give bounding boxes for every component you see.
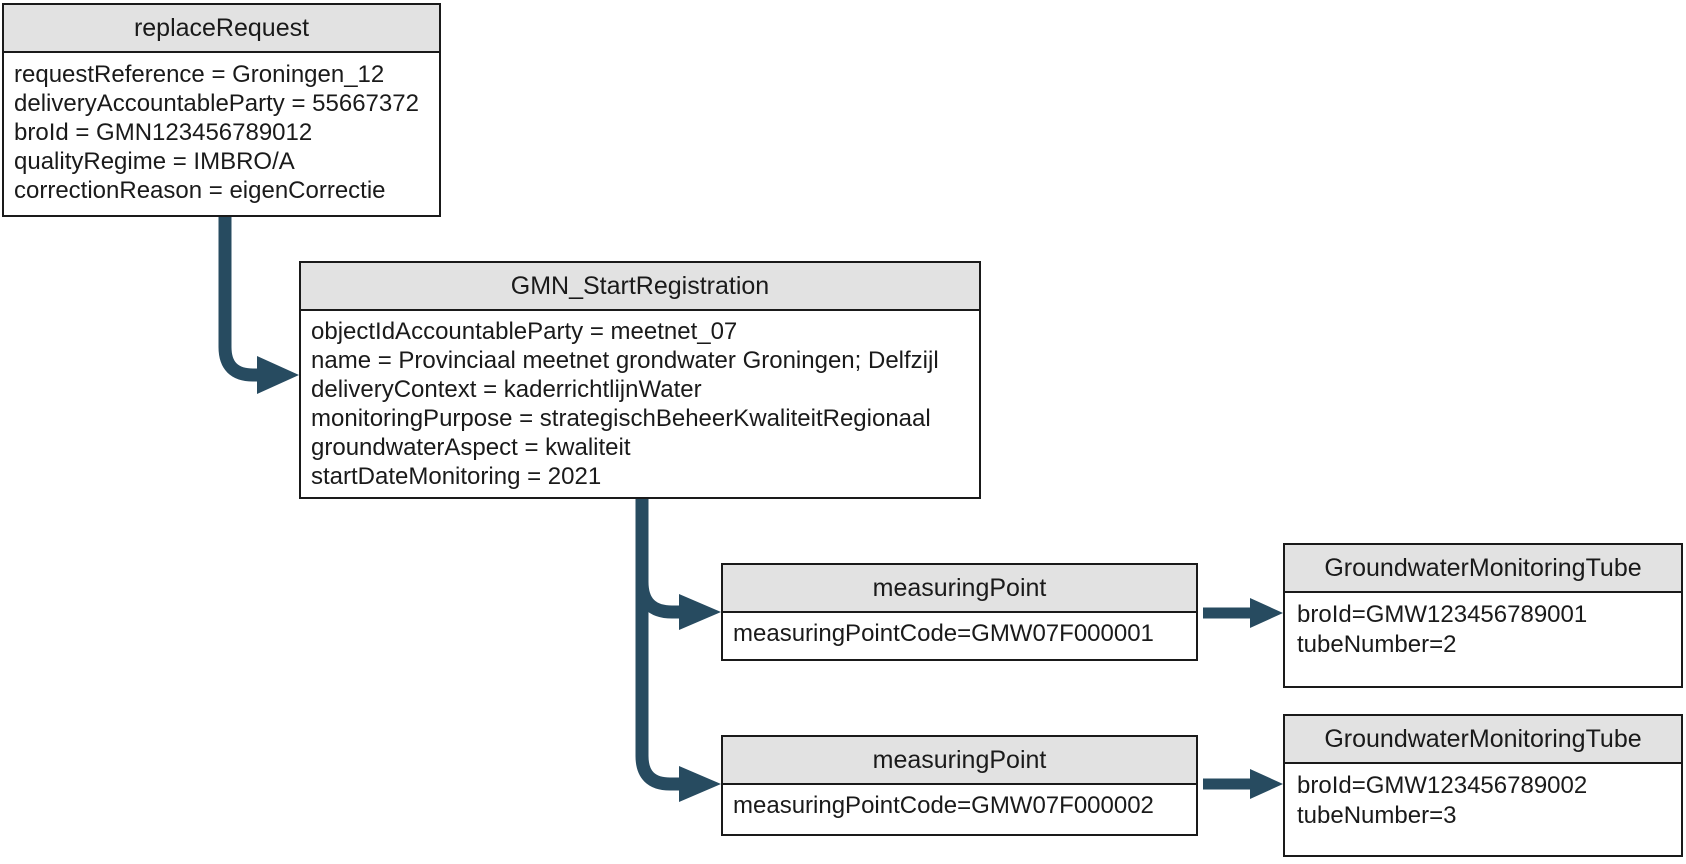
arrowhead-icon (1250, 769, 1283, 799)
attribute-line: correctionReason = eigenCorrectie (14, 177, 386, 204)
measuring-point-2-box: measuringPoint measuringPointCode=GMW07F… (721, 735, 1198, 836)
replace-request-attributes: requestReference = Groningen_12 delivery… (4, 53, 439, 205)
attribute-line: broId=GMW123456789002 (1297, 772, 1588, 799)
attribute-line: deliveryContext = kaderrichtlijnWater (311, 376, 702, 403)
arrowhead-icon (679, 594, 721, 630)
connector-gmn-to-measuring-point-1 (635, 581, 680, 619)
attribute-line: name = Provinciaal meetnet grondwater Gr… (311, 347, 939, 374)
attribute-line: broId = GMN123456789012 (14, 119, 313, 146)
attribute-line: tubeNumber=3 (1297, 802, 1457, 829)
attribute-line: monitoringPurpose = strategischBeheerKwa… (311, 405, 931, 432)
attribute-line: deliveryAccountableParty = 55667372 (14, 90, 419, 117)
groundwater-monitoring-tube-1-attributes: broId=GMW123456789001 tubeNumber=2 (1285, 593, 1681, 660)
arrowhead-icon (257, 356, 299, 394)
measuring-point-1-box: measuringPoint measuringPointCode=GMW07F… (721, 563, 1198, 661)
groundwater-monitoring-tube-2-box: GroundwaterMonitoringTube broId=GMW12345… (1283, 714, 1683, 857)
attribute-line: startDateMonitoring = 2021 (311, 463, 602, 490)
gmn-start-registration-attributes: objectIdAccountableParty = meetnet_07 na… (301, 311, 979, 491)
gmn-start-registration-title: GMN_StartRegistration (301, 263, 979, 311)
attribute-line: measuringPointCode=GMW07F000001 (733, 620, 1154, 647)
groundwater-monitoring-tube-2-attributes: broId=GMW123456789002 tubeNumber=3 (1285, 764, 1681, 831)
groundwater-monitoring-tube-1-title: GroundwaterMonitoringTube (1285, 545, 1681, 593)
measuring-point-2-attributes: measuringPointCode=GMW07F000002 (723, 785, 1196, 821)
connector-gmn-to-measuring-point-2 (635, 499, 680, 791)
gmn-start-registration-box: GMN_StartRegistration objectIdAccountabl… (299, 261, 981, 499)
measuring-point-1-title: measuringPoint (723, 565, 1196, 613)
groundwater-monitoring-tube-1-box: GroundwaterMonitoringTube broId=GMW12345… (1283, 543, 1683, 688)
attribute-line: qualityRegime = IMBRO/A (14, 148, 295, 175)
attribute-line: requestReference = Groningen_12 (14, 61, 385, 88)
replace-request-box: replaceRequest requestReference = Gronin… (2, 3, 441, 217)
attribute-line: objectIdAccountableParty = meetnet_07 (311, 318, 738, 345)
attribute-line: groundwaterAspect = kwaliteit (311, 434, 631, 461)
attribute-line: tubeNumber=2 (1297, 631, 1457, 658)
groundwater-monitoring-tube-2-title: GroundwaterMonitoringTube (1285, 716, 1681, 764)
arrowhead-icon (1250, 598, 1283, 628)
replace-request-title: replaceRequest (4, 5, 439, 53)
arrowhead-icon (679, 766, 721, 802)
attribute-line: broId=GMW123456789001 (1297, 601, 1588, 628)
attribute-line: measuringPointCode=GMW07F000002 (733, 792, 1154, 819)
connector-replace-to-gmn (218, 217, 258, 382)
measuring-point-2-title: measuringPoint (723, 737, 1196, 785)
measuring-point-1-attributes: measuringPointCode=GMW07F000001 (723, 613, 1196, 649)
